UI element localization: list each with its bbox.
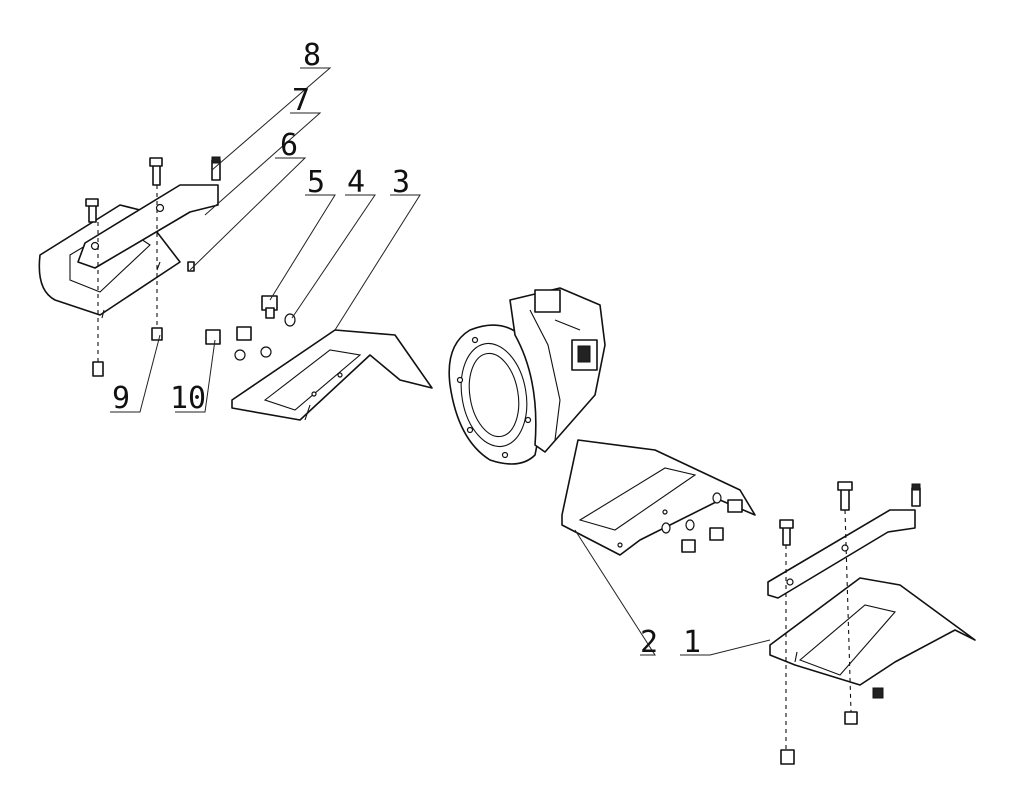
callout-10: 10 <box>170 381 206 416</box>
callout-6: 6 <box>280 128 298 163</box>
callout-3: 3 <box>392 165 410 200</box>
right-pan <box>561 439 756 556</box>
callout-4: 4 <box>347 165 365 200</box>
callout-2: 2 <box>640 625 658 660</box>
callout-7: 7 <box>292 83 310 118</box>
callout-labels: 1 2 3 4 5 6 7 8 9 10 <box>112 38 701 660</box>
center-housing <box>448 287 606 465</box>
callout-5: 5 <box>307 165 325 200</box>
lower-right-shield <box>767 481 976 765</box>
callout-9: 9 <box>112 381 130 416</box>
leader-lines <box>110 67 771 656</box>
upper-left-shield <box>38 156 221 377</box>
callout-8: 8 <box>303 38 321 73</box>
callout-1: 1 <box>683 625 701 660</box>
left-pan <box>205 295 433 421</box>
